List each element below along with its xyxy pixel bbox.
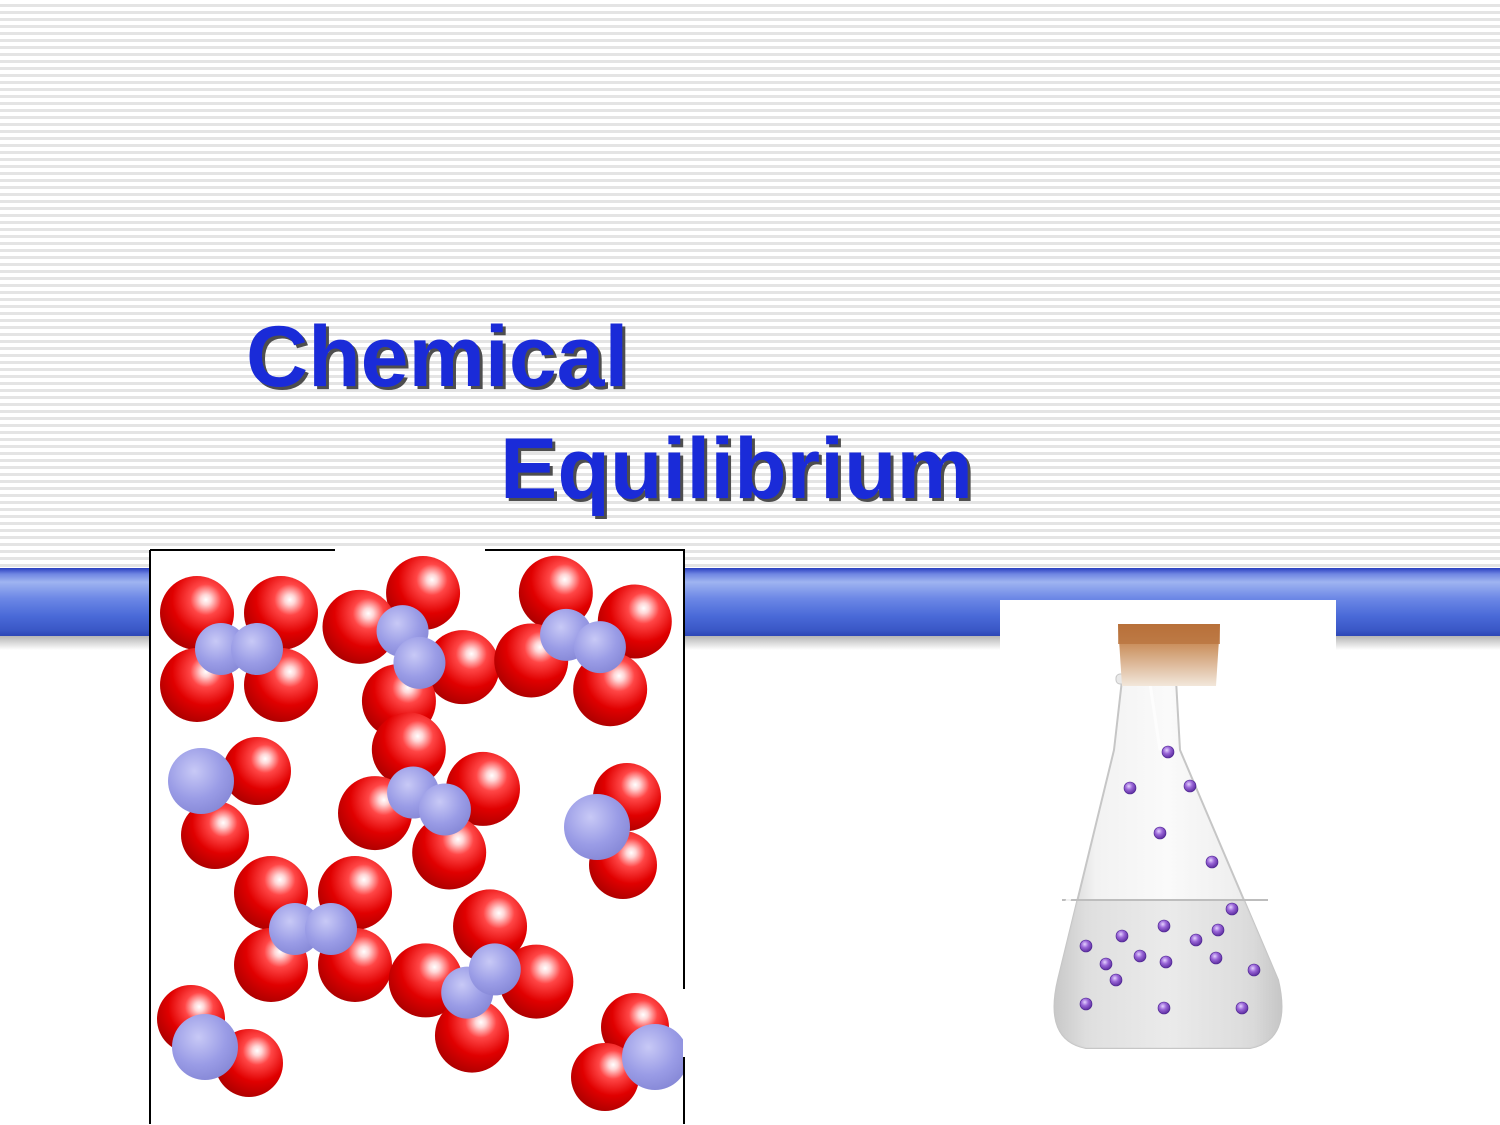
slide-title-line-1: Chemical — [246, 309, 629, 405]
gas-particle — [1079, 997, 1093, 1011]
gas-particle — [1205, 855, 1219, 869]
gas-particle — [1153, 826, 1167, 840]
flask-illustration — [1000, 600, 1336, 1060]
gas-particle — [1183, 779, 1197, 793]
gas-particle — [1209, 951, 1223, 965]
gas-particle — [1133, 949, 1147, 963]
gas-particle — [1157, 919, 1171, 933]
n2o4-molecule — [338, 712, 520, 890]
no2-molecule — [564, 763, 661, 899]
gas-particle — [1099, 957, 1113, 971]
striped-background — [0, 0, 1500, 580]
erlenmeyer-flask-with-particles — [1000, 600, 1336, 1060]
slide-title-line-2: Equilibrium — [500, 421, 973, 517]
gas-particle — [1235, 1001, 1249, 1015]
gas-particle — [1157, 1001, 1171, 1015]
no2-molecule — [157, 985, 283, 1097]
gas-particle — [1189, 933, 1203, 947]
gas-particle — [1247, 963, 1261, 977]
n2o4-molecule — [322, 556, 500, 738]
n2o4-molecule — [160, 576, 318, 722]
molecule-box — [149, 549, 685, 1125]
no2-molecule — [571, 993, 683, 1111]
gas-particle — [1159, 955, 1173, 969]
gas-particle — [1109, 973, 1123, 987]
gas-particle — [1079, 939, 1093, 953]
no2-molecule — [168, 737, 291, 869]
molecule-box-illustration — [149, 549, 685, 1125]
n2o4-molecule — [234, 856, 392, 1002]
gas-particle — [1123, 781, 1137, 795]
n2o4-molecule — [494, 555, 672, 727]
gas-particle — [1225, 902, 1239, 916]
gas-particle — [1211, 923, 1225, 937]
gas-particle — [1115, 929, 1129, 943]
n2o4-molecule — [388, 889, 574, 1073]
gas-particle — [1161, 745, 1175, 759]
